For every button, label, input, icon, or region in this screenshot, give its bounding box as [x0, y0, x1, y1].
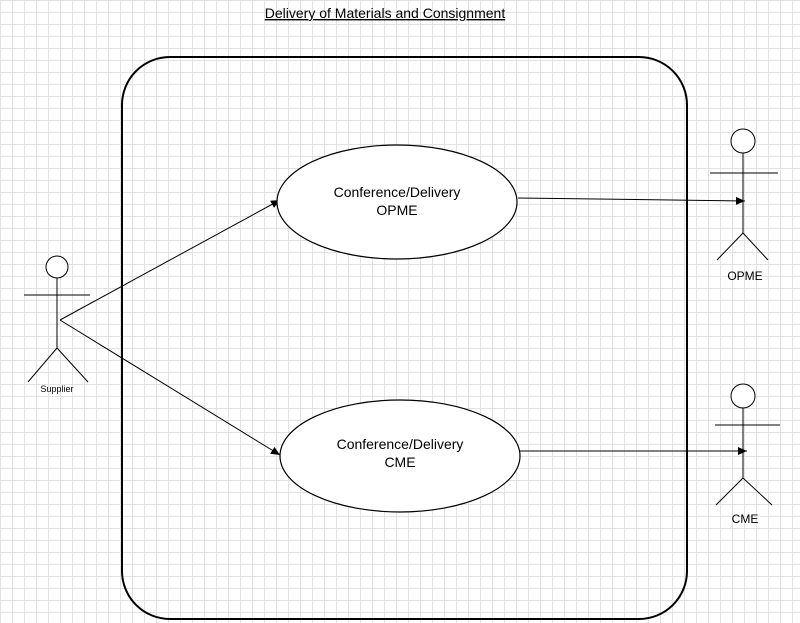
diagram-title: Delivery of Materials and Consignment [265, 5, 506, 21]
actor-cme[interactable] [715, 383, 780, 506]
association-opme-actor [517, 196, 746, 205]
use-case-cme-line1: Conference/Delivery [337, 436, 464, 452]
use-case-opme-line1: Conference/Delivery [334, 184, 461, 200]
use-case-cme-line2: CME [384, 454, 415, 470]
actor-opme-label: OPME [727, 269, 762, 283]
actor-opme[interactable] [710, 128, 778, 261]
use-case-opme-line2: OPME [376, 202, 417, 218]
association-supplier-opme [59, 199, 281, 321]
use-case-cme[interactable]: Conference/Delivery CME [279, 399, 521, 513]
association-supplier-cme [59, 319, 281, 456]
actor-supplier-label: Supplier [40, 384, 73, 394]
actor-cme-label: CME [732, 512, 759, 526]
system-boundary [121, 56, 688, 620]
actor-supplier[interactable] [24, 255, 90, 383]
use-case-opme[interactable]: Conference/Delivery OPME [276, 144, 518, 260]
